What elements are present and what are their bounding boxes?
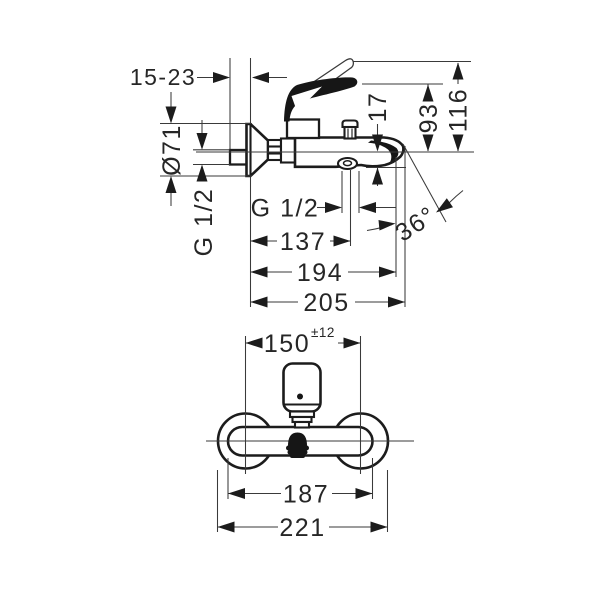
dim-connection-spacing-label: 150 bbox=[264, 330, 310, 358]
spout-shadow bbox=[368, 140, 399, 163]
dim-spout-drop: 17 bbox=[364, 92, 392, 186]
dim-reach-total: 205 bbox=[250, 289, 405, 317]
dim-connection-spacing: 150 ±12 bbox=[245, 325, 361, 358]
dim-reach-spout-tip: 194 bbox=[250, 259, 396, 287]
dim-inlet-thread-label: G 1/2 bbox=[190, 188, 218, 257]
handle-front bbox=[282, 362, 322, 429]
diverter-knob bbox=[341, 119, 359, 140]
hex-nut bbox=[266, 137, 298, 164]
dim-wall-depth: 15-23 bbox=[130, 64, 287, 90]
dim-wall-depth-label: 15-23 bbox=[130, 64, 196, 90]
dim-outlet-thread: G 1/2 bbox=[251, 194, 396, 222]
dim-spout-angle: 36° bbox=[366, 190, 464, 248]
reference-lines bbox=[160, 60, 474, 307]
dim-spout-drop-label: 17 bbox=[364, 92, 392, 123]
dim-body-width-label: 187 bbox=[283, 480, 329, 508]
dim-height-handle: 93 bbox=[415, 84, 443, 152]
dim-connection-tolerance-label: ±12 bbox=[311, 325, 335, 340]
dim-escutcheon-diameter-label: Ø71 bbox=[158, 124, 186, 176]
dim-overall-width: 221 bbox=[217, 514, 388, 542]
dim-body-width: 187 bbox=[228, 480, 373, 508]
wall-lines bbox=[229, 58, 252, 307]
handle-dot bbox=[297, 393, 303, 400]
centerlines bbox=[206, 336, 414, 474]
dim-height-lever-max-label: 116 bbox=[444, 88, 472, 132]
mixer-body-spout bbox=[293, 136, 405, 171]
dim-spout-angle-label: 36° bbox=[391, 201, 442, 248]
dim-escutcheon-diameter: Ø71 bbox=[158, 92, 186, 206]
dim-reach-spout-tip-label: 194 bbox=[297, 259, 343, 287]
lever-handle bbox=[284, 77, 358, 122]
dim-reach-outlet-label: 137 bbox=[280, 228, 326, 256]
dim-height-lever-max: 116 bbox=[444, 62, 472, 152]
dim-outlet-thread-label: G 1/2 bbox=[251, 194, 320, 222]
escutcheon-cone bbox=[245, 122, 270, 178]
front-extension-lines bbox=[216, 458, 389, 532]
cartridge-base bbox=[285, 118, 321, 140]
dim-overall-width-label: 221 bbox=[279, 514, 325, 542]
aerator-inner bbox=[342, 160, 353, 167]
front-view: 150 ±12 187 221 bbox=[206, 325, 414, 542]
aerator-front bbox=[286, 432, 309, 458]
dim-inlet-thread: G 1/2 bbox=[190, 120, 218, 256]
dim-reach-outlet: 137 bbox=[250, 228, 351, 256]
lever-highlight bbox=[291, 86, 322, 112]
dim-reach-total-label: 205 bbox=[303, 289, 349, 317]
side-view: 15-23 Ø71 G 1/2 116 bbox=[130, 58, 474, 317]
dim-height-handle-label: 93 bbox=[415, 103, 443, 134]
